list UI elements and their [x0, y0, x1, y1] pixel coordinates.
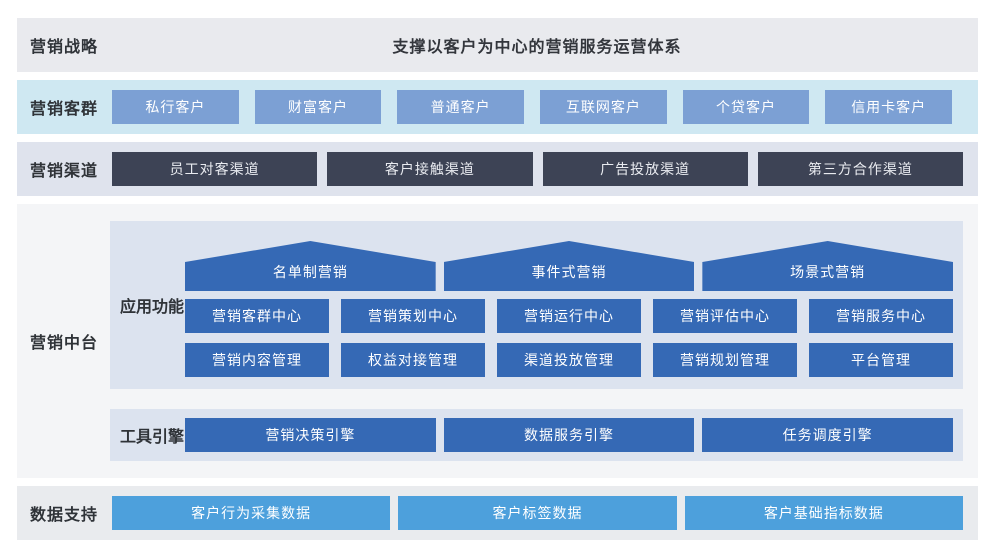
- customer-group-block: 信用卡客户: [825, 90, 953, 124]
- engine-block: 数据服务引擎: [443, 418, 695, 452]
- marketing-modes-row: 名单制营销 事件式营销 场景式营销: [185, 241, 954, 291]
- strategy-band: 营销战略 支撑以客户为中心的营销服务运营体系: [17, 18, 978, 72]
- marketing-centers-row: 营销客群中心 营销策划中心 营销运行中心 营销评估中心 营销服务中心: [185, 299, 953, 333]
- app-functions-content: 名单制营销 事件式营销 场景式营销 营销客群中心 营销策划中心 营销运行中心 营…: [185, 221, 963, 389]
- marketing-center-block: 营销运行中心: [497, 299, 641, 333]
- data-support-band: 数据支持 客户行为采集数据 客户标签数据 客户基础指标数据: [17, 486, 978, 540]
- data-source-block: 客户行为采集数据: [112, 496, 391, 530]
- tool-engines-label: 工具引擎: [120, 429, 185, 446]
- data-support-list: 客户行为采集数据 客户标签数据 客户基础指标数据: [112, 496, 963, 530]
- channel-block: 第三方合作渠道: [757, 152, 963, 186]
- customer-group-block: 私行客户: [112, 90, 239, 124]
- channel-block: 客户接触渠道: [327, 152, 533, 186]
- management-module-block: 营销内容管理: [185, 343, 329, 377]
- data-source-block: 客户标签数据: [398, 496, 677, 530]
- marketing-mode-arrow: 场景式营销: [702, 241, 954, 291]
- strategy-title: 支撑以客户为中心的营销服务运营体系: [392, 39, 682, 56]
- management-module-block: 权益对接管理: [341, 343, 485, 377]
- management-modules-row: 营销内容管理 权益对接管理 渠道投放管理 营销规划管理 平台管理: [185, 343, 953, 377]
- app-functions-panel: 应用功能 名单制营销 事件式营销 场景式营销 营销客群中心 营销策划中心 营销运…: [110, 221, 963, 389]
- marketing-center-block: 营销策划中心: [341, 299, 485, 333]
- middle-platform-panels: 应用功能 名单制营销 事件式营销 场景式营销 营销客群中心 营销策划中心 营销运…: [110, 221, 963, 461]
- middle-platform-section: 营销中台 应用功能 名单制营销 事件式营销 场景式营销 营销客群中心 营销策划中…: [17, 204, 978, 478]
- strategy-label: 营销战略: [30, 39, 99, 56]
- customer-groups-label: 营销客群: [30, 101, 99, 118]
- marketing-center-block: 营销服务中心: [809, 299, 953, 333]
- customer-group-block: 互联网客户: [540, 90, 667, 124]
- customer-group-block: 个贷客户: [682, 90, 810, 124]
- engine-block: 任务调度引擎: [702, 418, 954, 452]
- data-support-label: 数据支持: [30, 507, 99, 524]
- channels-band: 营销渠道 员工对客渠道 客户接触渠道 广告投放渠道 第三方合作渠道: [17, 142, 978, 196]
- engine-block: 营销决策引擎: [185, 418, 436, 452]
- tool-engines-panel: 工具引擎 营销决策引擎 数据服务引擎 任务调度引擎: [110, 409, 963, 461]
- channels-label: 营销渠道: [30, 163, 99, 180]
- management-module-block: 渠道投放管理: [497, 343, 641, 377]
- customer-group-block: 财富客户: [254, 90, 382, 124]
- customer-groups-band: 营销客群 私行客户 财富客户 普通客户 互联网客户 个贷客户 信用卡客户: [17, 80, 978, 134]
- channel-block: 广告投放渠道: [542, 152, 748, 186]
- tool-engines-list: 营销决策引擎 数据服务引擎 任务调度引擎: [185, 418, 954, 452]
- marketing-center-block: 营销评估中心: [653, 299, 797, 333]
- app-functions-label: 应用功能: [120, 299, 185, 316]
- marketing-center-block: 营销客群中心: [185, 299, 329, 333]
- customer-group-block: 普通客户: [397, 90, 525, 124]
- data-source-block: 客户基础指标数据: [684, 496, 963, 530]
- middle-platform-label: 营销中台: [30, 335, 99, 352]
- management-module-block: 营销规划管理: [653, 343, 797, 377]
- marketing-mode-arrow: 事件式营销: [443, 241, 695, 291]
- customer-groups-list: 私行客户 财富客户 普通客户 互联网客户 个贷客户 信用卡客户: [112, 90, 953, 124]
- channels-list: 员工对客渠道 客户接触渠道 广告投放渠道 第三方合作渠道: [112, 152, 963, 186]
- marketing-mode-arrow: 名单制营销: [185, 241, 436, 291]
- channel-block: 员工对客渠道: [112, 152, 318, 186]
- management-module-block: 平台管理: [809, 343, 953, 377]
